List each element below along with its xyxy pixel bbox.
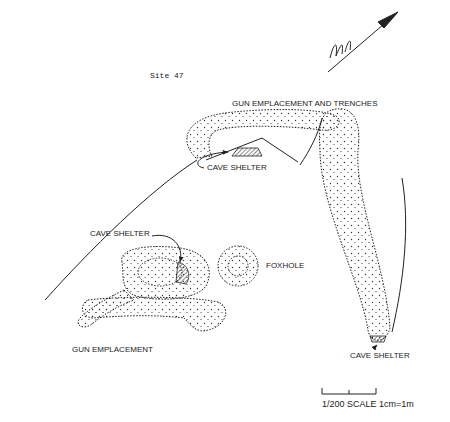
feature-label: CAVE SHELTER: [350, 352, 410, 361]
scale-bar: [322, 388, 376, 394]
site-number: Site 47: [150, 72, 184, 81]
foxhole-inner: [228, 256, 248, 276]
gun-emplacement-trench: [187, 110, 339, 158]
pit-inner: [138, 258, 182, 286]
cave-shelter-hatch: [370, 336, 386, 342]
feature-label: FOXHOLE: [266, 262, 304, 271]
trench: [320, 109, 391, 341]
cave-shelter-pit: [122, 247, 210, 300]
north-arrow: [328, 12, 398, 72]
slope-outline: [392, 178, 406, 332]
leader-line: [375, 345, 377, 350]
feature-label: CAVE SHELTER: [207, 164, 267, 173]
scale-label: 1/200 SCALE 1cm=1m: [322, 400, 414, 410]
leader-line: [152, 235, 181, 262]
feature-label: GUN EMPLACEMENT: [72, 346, 153, 355]
feature-label: CAVE SHELTER: [90, 230, 150, 239]
gun-emplacement: [82, 297, 225, 331]
foxhole: [218, 246, 258, 286]
feature-label: GUN EMPLACEMENT AND TRENCHES: [232, 100, 378, 109]
cave-shelter-hatch: [176, 262, 189, 284]
ridge: [206, 138, 298, 162]
cave-shelter-hatch: [232, 148, 262, 156]
